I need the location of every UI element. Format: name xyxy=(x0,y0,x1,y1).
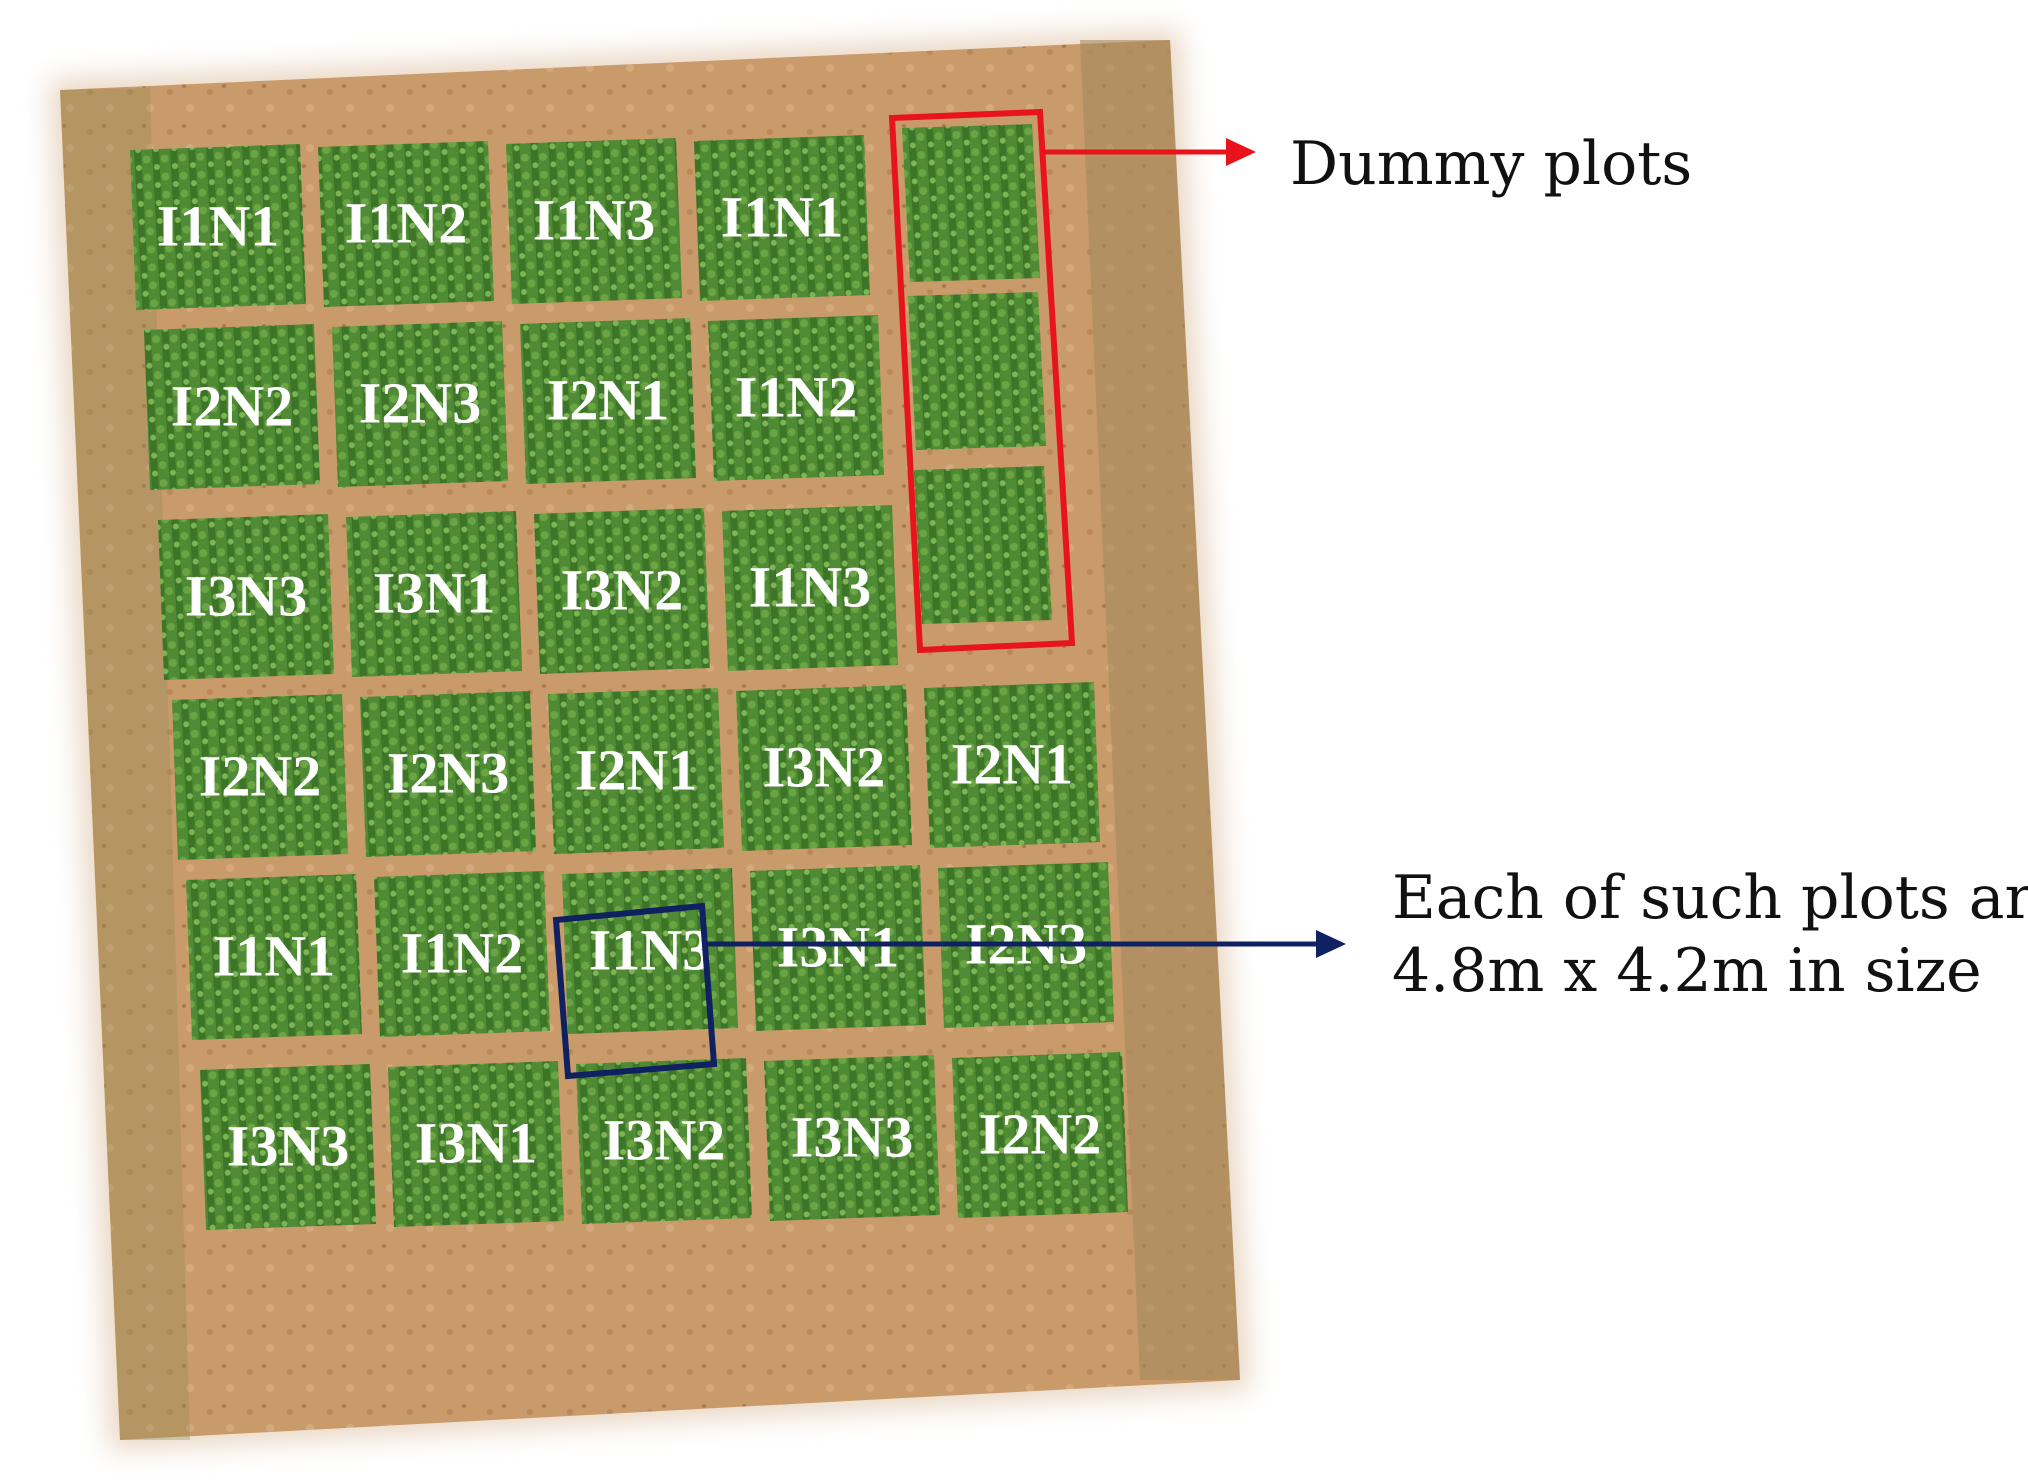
crop-plot xyxy=(332,321,508,487)
dummy-plots-arrow-head xyxy=(1226,138,1256,166)
crop-plot xyxy=(506,138,682,304)
crop-plot xyxy=(694,135,870,301)
plot-label: I1N1 xyxy=(157,194,279,259)
crop-plot xyxy=(722,505,898,671)
example-plot-arrow-head xyxy=(1316,930,1346,958)
plot-label: I2N2 xyxy=(979,1102,1101,1167)
crop-plot xyxy=(534,508,710,674)
plot-label: I2N1 xyxy=(951,732,1073,797)
plot-label: I2N1 xyxy=(575,738,697,803)
plot-label: I1N1 xyxy=(213,924,335,989)
dummy-plots-label: Dummy plots xyxy=(1290,129,1693,199)
plot-label: I1N2 xyxy=(401,921,523,986)
crop-plot xyxy=(924,682,1100,848)
dummy-plot xyxy=(914,466,1052,624)
example-plot-outline xyxy=(552,902,718,1080)
crop-plot xyxy=(158,514,334,680)
crop-plot xyxy=(374,871,550,1037)
plot-label: I1N3 xyxy=(589,918,711,983)
plot-label: I2N3 xyxy=(359,371,481,436)
plot-label: I2N3 xyxy=(387,741,509,806)
plot-size-line-1: Each of such plots are xyxy=(1392,863,2028,933)
plot-size-line-2: 4.8m x 4.2m in size xyxy=(1392,936,1982,1007)
plot-label: I2N2 xyxy=(199,744,321,809)
crop-plot xyxy=(548,688,724,854)
crop-plot xyxy=(346,511,522,677)
plot-label: I1N2 xyxy=(345,191,467,256)
crop-plot xyxy=(708,315,884,481)
plot-label: I3N2 xyxy=(561,558,683,623)
crop-plot xyxy=(318,141,494,307)
dummy-plot xyxy=(908,292,1046,450)
crop-plot xyxy=(576,1058,752,1224)
crop-plot xyxy=(172,694,348,860)
crop-plot xyxy=(130,144,306,310)
plot-size-label: Each of such plots are 4.8m x 4.2m in si… xyxy=(1392,862,2028,1008)
plot-label: I1N1 xyxy=(721,185,843,250)
plot-label: I3N1 xyxy=(777,915,899,980)
plot-label: I2N2 xyxy=(171,374,293,439)
dummy-plots-outline xyxy=(888,108,1076,654)
crop-plot xyxy=(520,318,696,484)
crop-plot xyxy=(186,874,362,1040)
plot-label: I3N3 xyxy=(185,564,307,629)
plot-label: I3N3 xyxy=(227,1114,349,1179)
crop-plot xyxy=(764,1055,940,1221)
plot-label: I3N1 xyxy=(373,561,495,626)
crop-plot xyxy=(388,1061,564,1227)
plot-label: I1N3 xyxy=(749,555,871,620)
plot-label: I2N1 xyxy=(547,368,669,433)
plot-label: I3N3 xyxy=(791,1105,913,1170)
crop-plot xyxy=(736,685,912,851)
crop-plot xyxy=(200,1064,376,1230)
crop-plot xyxy=(360,691,536,857)
plot-label: I1N3 xyxy=(533,188,655,253)
crop-plot xyxy=(144,324,320,490)
crop-plot xyxy=(952,1052,1128,1218)
plot-label: I3N1 xyxy=(415,1111,537,1176)
plot-label: I3N2 xyxy=(763,735,885,800)
dummy-plot xyxy=(902,124,1040,282)
plot-label: I1N2 xyxy=(735,365,857,430)
crop-plot xyxy=(750,865,926,1031)
plot-label: I3N2 xyxy=(603,1108,725,1173)
